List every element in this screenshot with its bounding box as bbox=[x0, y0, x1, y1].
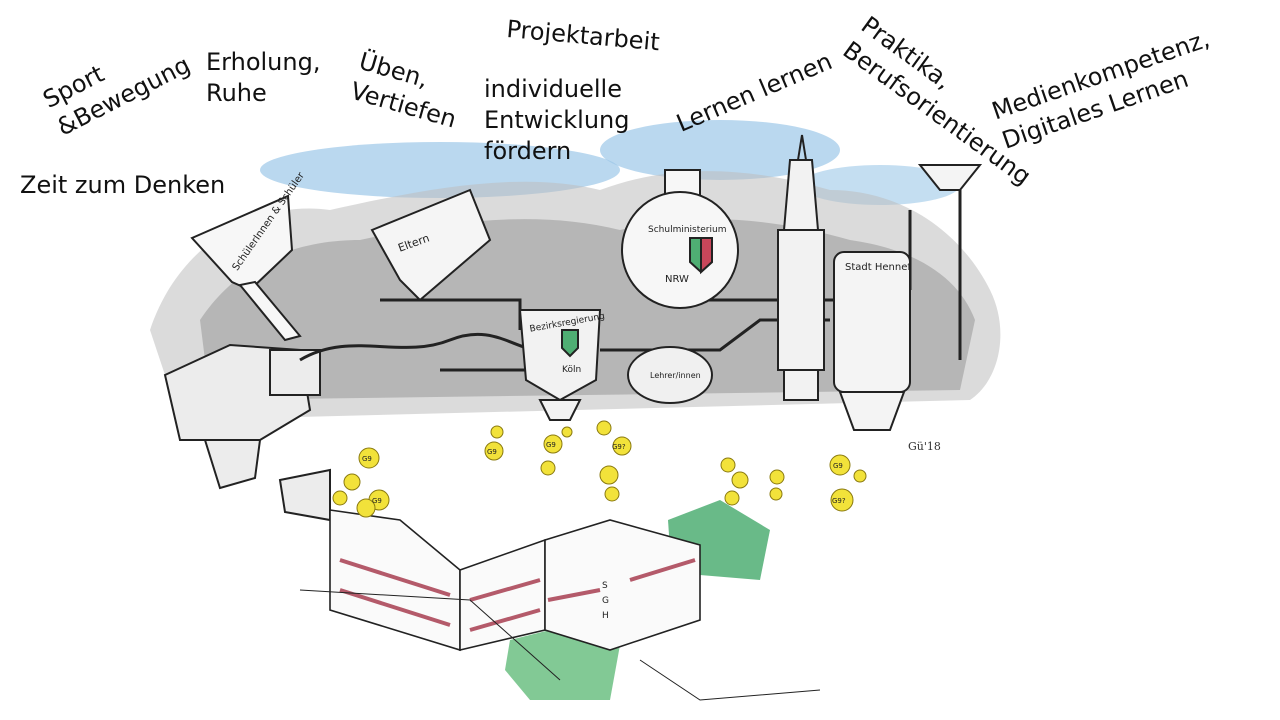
bubble-label: G9? bbox=[612, 443, 626, 451]
lehrer-vessel: Lehrer/innen bbox=[627, 346, 713, 404]
school-letter-g: G bbox=[602, 596, 609, 606]
bubble-label: G9 bbox=[362, 455, 372, 463]
schulministerium-flask: Schulministerium NRW bbox=[621, 169, 739, 309]
bubble-label: G9 bbox=[833, 462, 843, 470]
label-zeit-zum-denken: Zeit zum Denken bbox=[20, 171, 226, 199]
stadt-hennef-tank: Stadt Hennef bbox=[833, 164, 983, 431]
label-erholung-ruhe: Erholung, Ruhe bbox=[206, 48, 321, 108]
bezirksregierung-vessel: Bezirksregierung Köln bbox=[518, 309, 606, 421]
bubble-label: G9? bbox=[832, 497, 846, 505]
g9-bubbles: G9 G9 G9 G9 G9? G9 G9? bbox=[332, 420, 867, 518]
stadt-text: Stadt Hennef bbox=[845, 262, 911, 273]
school-letter-h: H bbox=[602, 611, 609, 621]
left-machine bbox=[163, 343, 331, 522]
chimney-tower bbox=[777, 134, 825, 401]
koeln-text: Köln bbox=[562, 365, 581, 375]
bubble-label: G9 bbox=[546, 441, 556, 449]
nrw-text: NRW bbox=[665, 274, 689, 285]
lehrer-text: Lehrer/innen bbox=[650, 371, 701, 380]
bubble-label: G9 bbox=[487, 448, 497, 456]
eltern-hopper: Eltern bbox=[370, 188, 492, 302]
school-building: S G H bbox=[299, 509, 821, 701]
ministerium-text: Schulministerium bbox=[648, 225, 726, 235]
label-individuelle-entwicklung: individuelle Entwicklung fördern bbox=[484, 75, 630, 166]
bubble-label: G9 bbox=[372, 497, 382, 505]
school-letter-s: S bbox=[602, 581, 608, 591]
artist-signature: Gü'18 bbox=[908, 440, 941, 453]
